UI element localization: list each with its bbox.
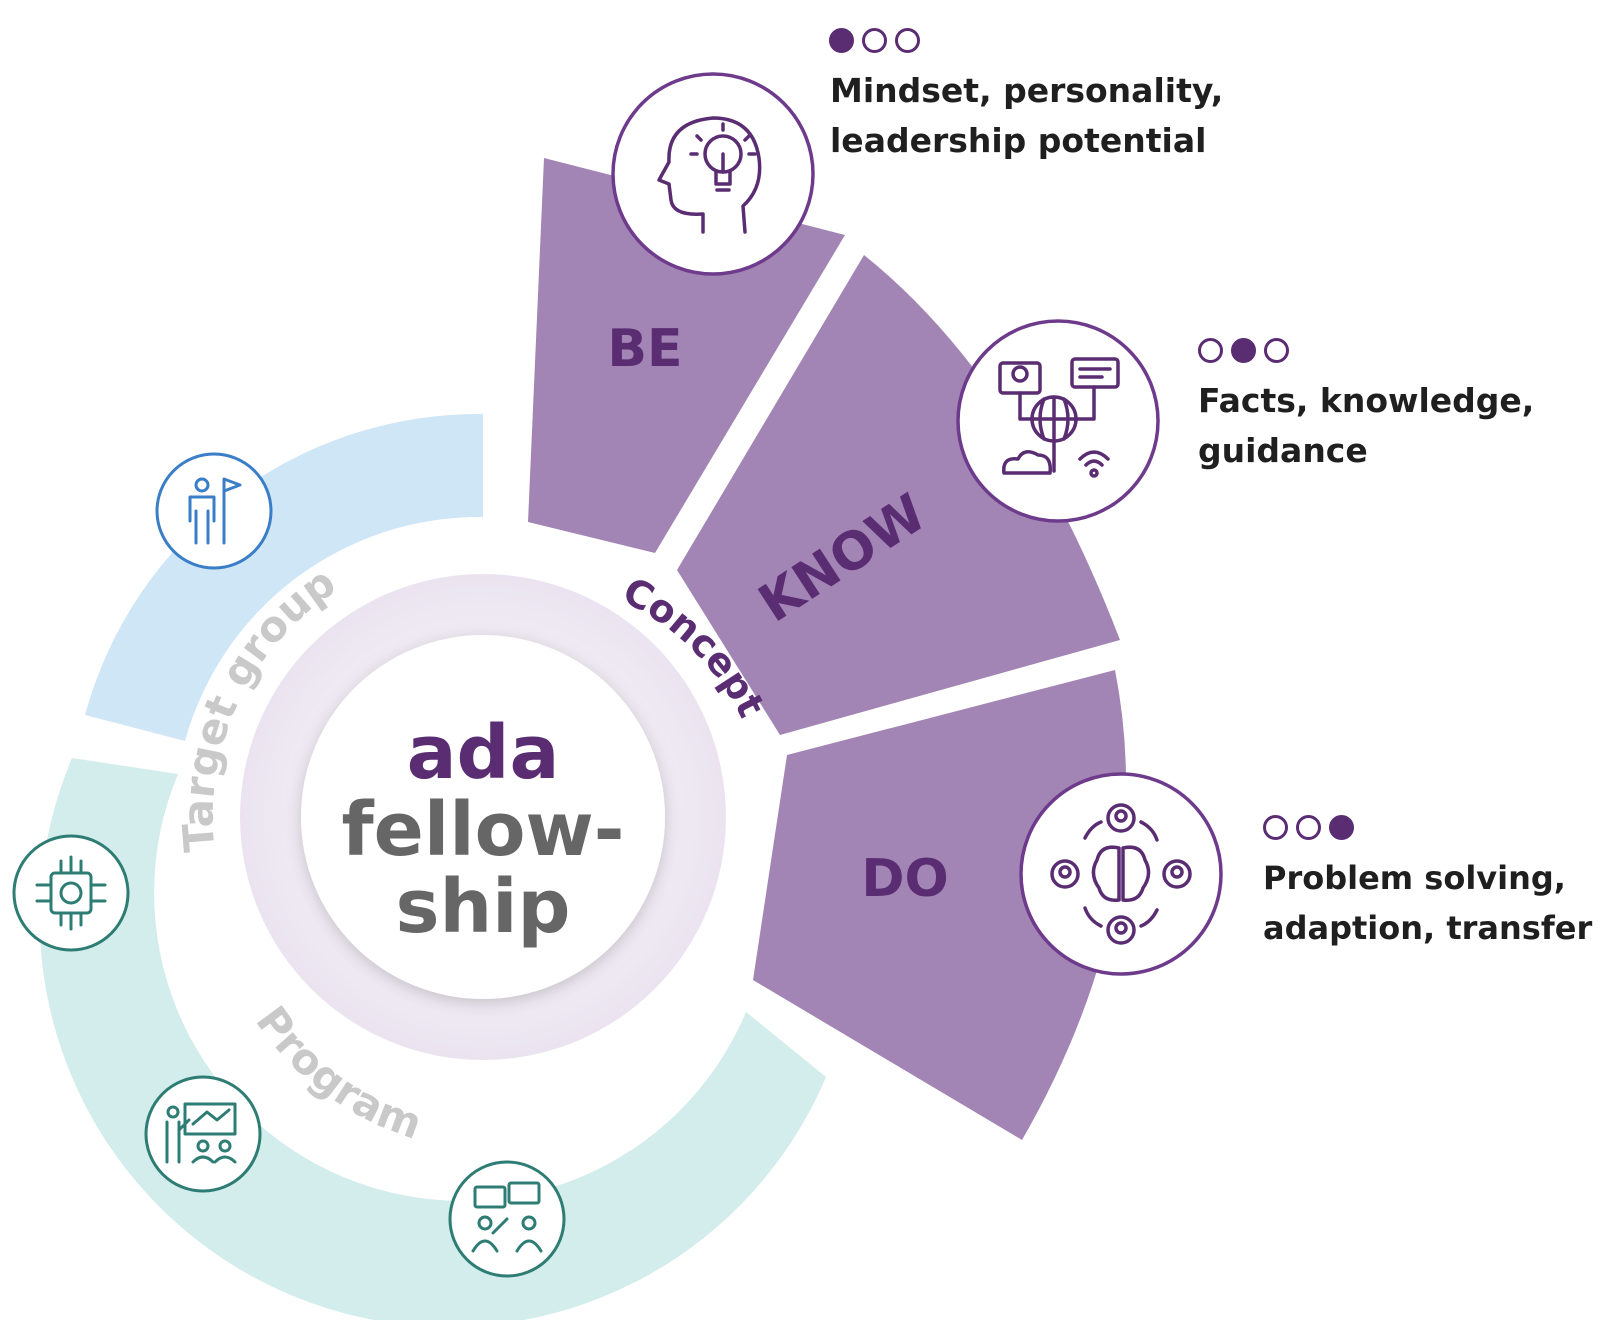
discussion-icon xyxy=(448,1160,566,1278)
center-title-line2: fellow- xyxy=(341,787,624,873)
progress-dot xyxy=(1329,815,1354,840)
progress-dot xyxy=(1231,338,1256,363)
description-do: Problem solving, adaption, transfer xyxy=(1263,853,1592,953)
brain-collaboration-icon xyxy=(1019,772,1223,976)
progress-dot xyxy=(862,28,887,53)
segment-label-be: BE xyxy=(607,319,682,379)
description-be: Mindset, personality, leadership potenti… xyxy=(830,66,1223,166)
description-line: leadership potential xyxy=(830,121,1207,160)
dots-be xyxy=(829,28,920,53)
center-title-line1: ada xyxy=(407,710,560,796)
description-line: guidance xyxy=(1198,431,1368,470)
progress-dot xyxy=(1263,815,1288,840)
description-line: adaption, transfer xyxy=(1263,909,1593,947)
circuit-brain-icon xyxy=(12,834,130,952)
progress-dot xyxy=(829,28,854,53)
progress-dot xyxy=(1264,338,1289,363)
progress-dot xyxy=(1198,338,1223,363)
target-group-ring xyxy=(85,413,483,741)
dots-know xyxy=(1198,338,1289,363)
description-line: Problem solving, xyxy=(1263,859,1566,897)
description-know: Facts, knowledge, guidance xyxy=(1198,376,1534,476)
segment-know xyxy=(677,255,1120,735)
description-line: Mindset, personality, xyxy=(830,71,1224,110)
knowledge-network-icon xyxy=(956,319,1160,523)
progress-dot xyxy=(895,28,920,53)
person-flag-icon xyxy=(155,452,273,570)
segment-label-do: DO xyxy=(861,849,948,909)
presenter-audience-icon xyxy=(144,1075,262,1193)
segment-do xyxy=(753,670,1127,1140)
center-core xyxy=(301,635,665,999)
head-lightbulb-icon xyxy=(611,72,815,276)
progress-dot xyxy=(1296,815,1321,840)
center-title-line3: ship xyxy=(395,864,570,950)
dots-do xyxy=(1263,815,1354,840)
description-line: Facts, knowledge, xyxy=(1198,381,1535,420)
